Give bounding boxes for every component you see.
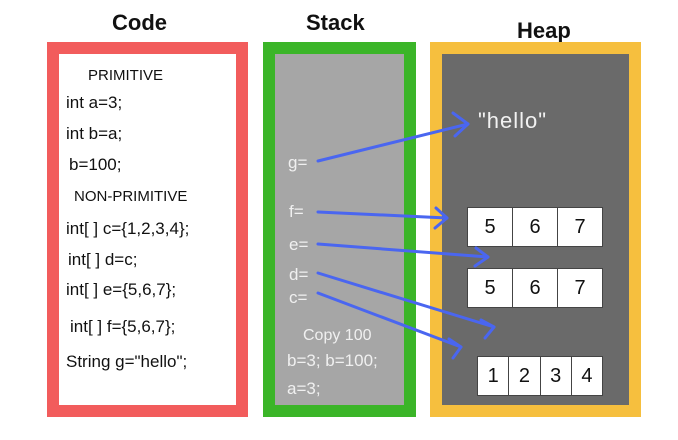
heap-array-e: 5 6 7	[467, 268, 603, 308]
stack-ref-c: c=	[289, 288, 308, 307]
stack-panel	[263, 42, 416, 417]
stack-b-values: b=3; b=100;	[287, 351, 378, 370]
heap-string-hello: "hello"	[478, 108, 548, 133]
array-cell: 7	[574, 276, 586, 299]
stack-ref-e: e=	[289, 235, 309, 254]
code-line-array-d: int[ ] d=c;	[68, 250, 138, 269]
code-panel	[47, 42, 248, 417]
stack-ref-f: f=	[289, 202, 304, 221]
non-primitive-header: NON-PRIMITIVE	[74, 188, 188, 205]
array-cell: 3	[541, 357, 572, 395]
code-line-b-assign: b=100;	[69, 155, 122, 174]
code-line-int-a: int a=3;	[66, 93, 123, 112]
heap-array-c: 1 2 3 4	[477, 356, 603, 396]
primitive-header: PRIMITIVE	[88, 67, 164, 84]
array-cell: 2	[509, 357, 541, 395]
array-cell: 5	[468, 269, 513, 307]
array-cell: 7	[574, 215, 586, 238]
array-cell: 5	[468, 208, 513, 246]
heap-array-f: 5 6 7	[467, 207, 603, 247]
code-title: Code	[112, 10, 167, 35]
heap-title: Heap	[517, 18, 571, 43]
code-line-array-f: int[ ] f={5,6,7};	[70, 317, 176, 336]
stack-ref-d: d=	[289, 265, 309, 284]
code-line-array-c: int[ ] c={1,2,3,4};	[66, 219, 190, 238]
code-line-string-g: String g="hello";	[66, 352, 188, 371]
code-line-int-b: int b=a;	[66, 124, 123, 143]
array-cell: 4	[581, 364, 593, 387]
array-cell: 6	[513, 269, 558, 307]
stack-copy-note: Copy 100	[303, 327, 372, 344]
array-cell: 6	[513, 208, 558, 246]
array-cell: 1	[478, 357, 510, 395]
stack-title: Stack	[306, 10, 365, 35]
stack-a-value: a=3;	[287, 379, 321, 398]
stack-ref-g: g=	[288, 153, 308, 172]
code-line-array-e: int[ ] e={5,6,7};	[66, 280, 177, 299]
